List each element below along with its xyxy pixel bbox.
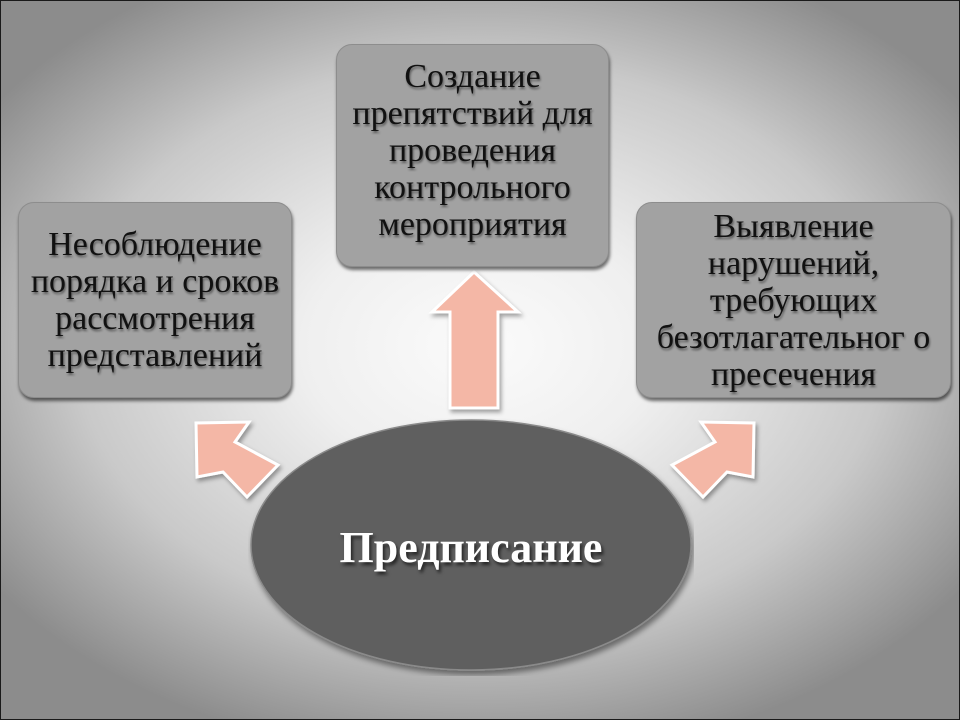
center-ellipse: Предписание: [248, 418, 694, 676]
center-label: Предписание: [339, 522, 603, 572]
box-left-text: Несоблюдение порядка и сроков рассмотрен…: [30, 226, 280, 374]
arrow-to-left-box: [194, 420, 281, 500]
arrow-up-to-top-box: [428, 269, 522, 410]
box-right: Выявление нарушений, требующих безотлага…: [636, 202, 951, 398]
box-right-text: Выявление нарушений, требующих безотлага…: [656, 207, 931, 393]
arrow-to-right-box: [669, 420, 756, 500]
box-top: Создание препятствий для проведения конт…: [336, 44, 609, 267]
box-left: Несоблюдение порядка и сроков рассмотрен…: [18, 202, 292, 398]
box-top-text: Создание препятствий для проведения конт…: [352, 58, 593, 243]
